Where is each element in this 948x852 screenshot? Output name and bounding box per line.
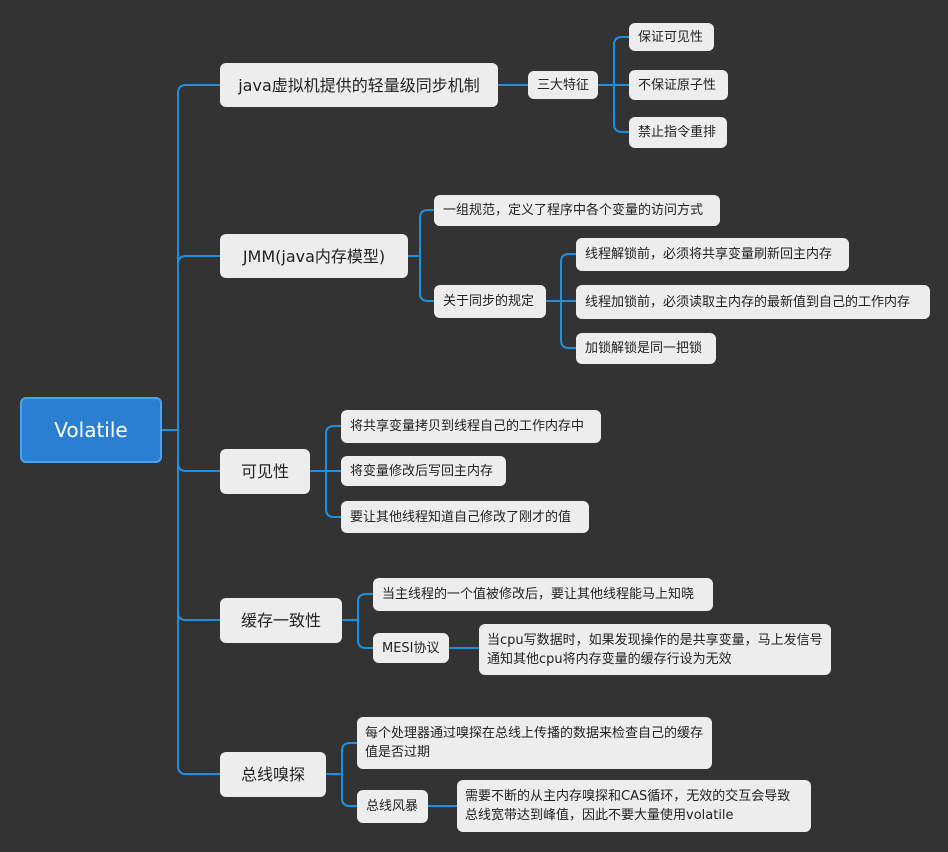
b5-link-0 bbox=[341, 742, 357, 774]
b3-link-2 bbox=[325, 471, 341, 518]
b3-link-0 bbox=[325, 425, 341, 471]
leaf-visibility-guarantee[interactable]: 保证可见性 bbox=[629, 23, 714, 51]
sync-link-0 bbox=[560, 253, 576, 301]
features-link-2 bbox=[613, 85, 629, 133]
branch-sync-mechanism[interactable]: java虚拟机提供的轻量级同步机制 bbox=[220, 63, 498, 107]
b4-link-0 bbox=[357, 593, 373, 620]
node-mesi[interactable]: MESI协议 bbox=[373, 633, 449, 663]
node-three-features[interactable]: 三大特征 bbox=[528, 71, 598, 99]
branch-cache-coherence[interactable]: 缓存一致性 bbox=[220, 598, 342, 643]
root-link-3 bbox=[177, 430, 220, 621]
leaf-lock-read[interactable]: 线程加锁前，必须读取主内存的最新值到自己的工作内存 bbox=[576, 285, 930, 319]
root-link-2 bbox=[177, 430, 220, 472]
branch-jmm[interactable]: JMM(java内存模型) bbox=[220, 234, 408, 278]
leaf-value-modified[interactable]: 当主线程的一个值被修改后，要让其他线程能马上知晓 bbox=[373, 578, 713, 611]
features-link-0 bbox=[613, 36, 629, 85]
leaf-sniff-check[interactable]: 每个处理器通过嗅探在总线上传播的数据来检查自己的缓存值是否过期 bbox=[357, 717, 712, 769]
node-sync-rules[interactable]: 关于同步的规定 bbox=[434, 285, 546, 318]
leaf-no-reordering[interactable]: 禁止指令重排 bbox=[629, 117, 727, 148]
leaf-notify-others[interactable]: 要让其他线程知道自己修改了刚才的值 bbox=[341, 501, 589, 533]
node-bus-storm[interactable]: 总线风暴 bbox=[357, 790, 428, 823]
root-link-0 bbox=[177, 84, 220, 430]
node-jmm-spec[interactable]: 一组规范，定义了程序中各个变量的访问方式 bbox=[434, 195, 720, 226]
leaf-copy-to-working-memory[interactable]: 将共享变量拷贝到线程自己的工作内存中 bbox=[341, 410, 601, 443]
branch-bus-sniffing[interactable]: 总线嗅探 bbox=[220, 752, 326, 797]
root-link-1 bbox=[177, 255, 220, 430]
leaf-write-back[interactable]: 将变量修改后写回主内存 bbox=[341, 456, 506, 486]
b5-link-1 bbox=[341, 774, 357, 807]
leaf-same-lock[interactable]: 加锁解锁是同一把锁 bbox=[576, 333, 716, 364]
sync-link-2 bbox=[560, 301, 576, 349]
b4-link-1 bbox=[357, 620, 373, 649]
leaf-unlock-flush[interactable]: 线程解锁前，必须将共享变量刷新回主内存 bbox=[576, 238, 849, 271]
b2-link-1 bbox=[419, 256, 434, 302]
leaf-no-atomicity[interactable]: 不保证原子性 bbox=[629, 70, 728, 100]
b2-link-0 bbox=[419, 209, 434, 256]
root-link-4 bbox=[177, 430, 220, 775]
leaf-mesi-desc[interactable]: 当cpu写数据时，如果发现操作的是共享变量，马上发信号通知其他cpu将内存变量的… bbox=[479, 624, 831, 675]
branch-visibility[interactable]: 可见性 bbox=[220, 449, 310, 494]
leaf-bus-storm-desc[interactable]: 需要不断的从主内存嗅探和CAS循环，无效的交互会导致总线宽带达到峰值，因此不要大… bbox=[457, 780, 811, 832]
root-node-volatile[interactable]: Volatile bbox=[20, 397, 162, 463]
